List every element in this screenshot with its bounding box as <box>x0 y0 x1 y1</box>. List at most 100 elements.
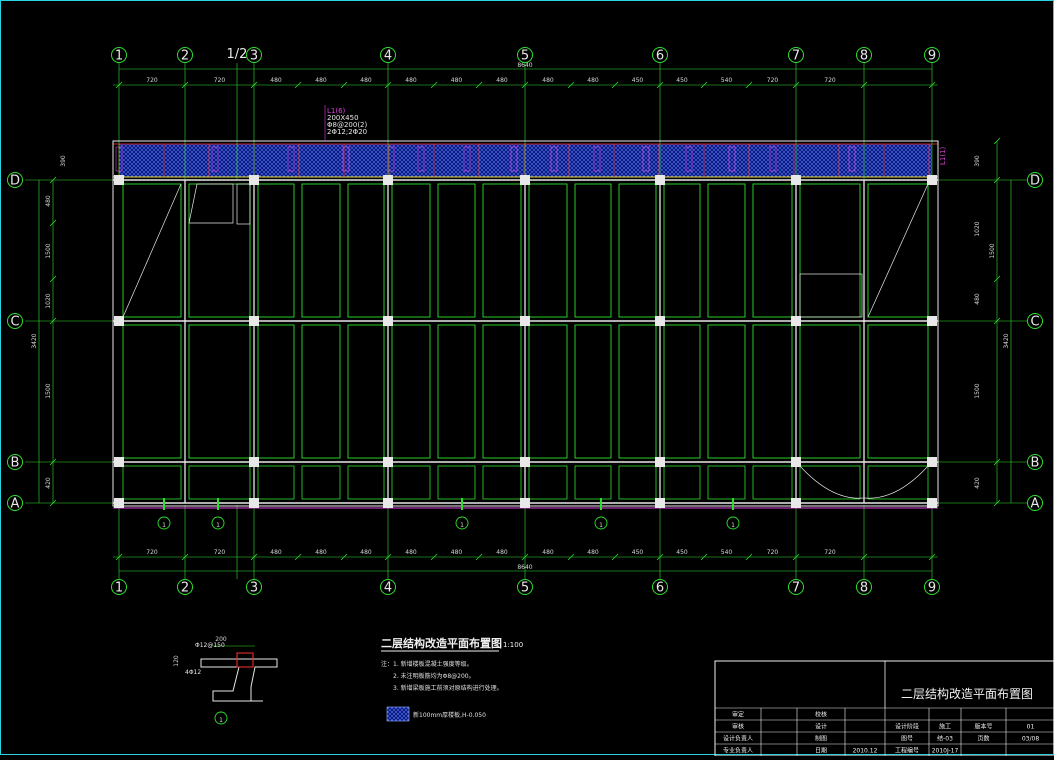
right-dim-tick <box>993 499 1001 507</box>
axis-label-left-circle <box>7 313 23 329</box>
bottom-dim-tick <box>860 553 868 561</box>
corridor-panel <box>867 465 929 500</box>
left-inner-dim-text: 420 <box>45 477 52 489</box>
top-dim-tick <box>745 81 753 89</box>
slab-panel <box>707 324 746 459</box>
bottom-dim-text: 480 <box>451 549 463 556</box>
bottom-dim-tick <box>115 553 123 561</box>
top-dim-text: 480 <box>360 77 372 84</box>
bottom-dim-tick <box>611 553 619 561</box>
bottom-dim-text: 480 <box>270 549 282 556</box>
bottom-dim-text: 720 <box>214 549 226 556</box>
top-dim-text: 480 <box>405 77 417 84</box>
column <box>114 316 124 326</box>
axis-label-top: 8 <box>860 49 868 64</box>
left-dim-tick <box>49 275 57 283</box>
right-dim-tick <box>993 275 1001 283</box>
section-width-text: 200 <box>215 636 227 643</box>
slab-panel <box>618 324 657 459</box>
axis-label-right-circle <box>1027 172 1043 188</box>
corridor-panel <box>122 465 182 500</box>
titleblock-cell: 2010J-17 <box>932 748 959 755</box>
slab-panel <box>437 183 476 318</box>
top-dim-text: 450 <box>676 77 688 84</box>
bottom-dim-text: 480 <box>496 549 508 556</box>
column <box>927 316 937 326</box>
slab-panel <box>574 183 612 318</box>
top-dim-text: 480 <box>496 77 508 84</box>
corridor-panel <box>301 465 341 500</box>
axis-label-right-circle <box>1027 454 1043 470</box>
axis-label-left: C <box>10 315 19 330</box>
corridor-panel <box>482 465 522 500</box>
bottom-dim-text: 540 <box>721 549 733 556</box>
bottom-dim-text: 720 <box>824 549 836 556</box>
bottom-dim-text: 480 <box>360 549 372 556</box>
axis-label-bottom: 3 <box>250 581 258 596</box>
top-dim-tick <box>860 81 868 89</box>
top-dim-text: 720 <box>146 77 158 84</box>
axis-label-bottom: 1 <box>115 581 123 596</box>
stair-diagonal <box>867 183 929 318</box>
top-dim-tick <box>430 81 438 89</box>
beam-mark-box <box>287 146 295 172</box>
top-dim-tick <box>250 81 258 89</box>
left-inner-dim-text: 1500 <box>45 243 52 258</box>
corridor-panel <box>752 465 793 500</box>
section-outline <box>200 658 278 702</box>
left-dim-tick <box>49 458 57 466</box>
corridor-panel <box>391 465 431 500</box>
slab-panel <box>301 183 341 318</box>
right-inner-dim-text: 390 <box>974 155 981 167</box>
axis-label-top-circle <box>111 47 127 63</box>
axis-label-bottom: 2 <box>181 581 189 596</box>
column <box>383 175 393 185</box>
axis-label-left-circle <box>7 172 23 188</box>
axis-label-bottom-circle <box>652 579 668 595</box>
slab-panel <box>437 324 476 459</box>
titleblock-cell: 审定 <box>732 711 744 719</box>
titleblock-cell: 2010.12 <box>853 748 878 755</box>
section-marker-circle <box>726 516 740 530</box>
axis-label-right: D <box>1030 174 1040 189</box>
beam-note-text: 2Φ12;2Φ20 <box>327 128 367 136</box>
top-dim-text: 480 <box>542 77 554 84</box>
corridor-panel <box>188 465 251 500</box>
top-dim-tick <box>521 81 529 89</box>
section-marker-circle <box>211 516 225 530</box>
right-inner-dim-text: 1500 <box>989 243 996 258</box>
section-marker-circle <box>455 516 469 530</box>
slab-panel <box>618 183 657 318</box>
right-dim-tick <box>993 458 1001 466</box>
axis-label-left: D <box>10 174 20 189</box>
axis-label-bottom: 9 <box>928 581 936 596</box>
top-dim-tick <box>115 81 123 89</box>
drawing-note: 注：1. 新增楼板混凝土强度等级。 <box>381 660 473 668</box>
column <box>114 457 124 467</box>
slab-panel <box>391 183 431 318</box>
column <box>655 316 665 326</box>
top-dim-tick <box>294 81 302 89</box>
axis-label-top-circle <box>177 47 193 63</box>
axis-label-top-circle <box>856 47 872 63</box>
bottom-dim-text: 450 <box>676 549 688 556</box>
bottom-dim-tick <box>700 553 708 561</box>
slab-panel <box>528 183 568 318</box>
titleblock-cell: 专业负责人 <box>723 747 753 755</box>
right-dim-tick <box>993 137 1001 145</box>
axis-label-right: C <box>1030 315 1039 330</box>
axis-label-top: 1 <box>115 49 123 64</box>
column <box>520 457 530 467</box>
bottom-dim-tick <box>475 553 483 561</box>
axis-label-left: B <box>11 456 20 471</box>
door-arc <box>799 465 865 499</box>
beam-mark-box <box>417 146 425 172</box>
top-dim-tick <box>340 81 348 89</box>
axis-label-left-circle <box>7 454 23 470</box>
axis-label-top: 2 <box>181 49 189 64</box>
bottom-dim-tick <box>340 553 348 561</box>
axis-label-top: 3 <box>250 49 258 64</box>
bottom-dim-tick <box>656 553 664 561</box>
axis-label-bottom-circle <box>517 579 533 595</box>
